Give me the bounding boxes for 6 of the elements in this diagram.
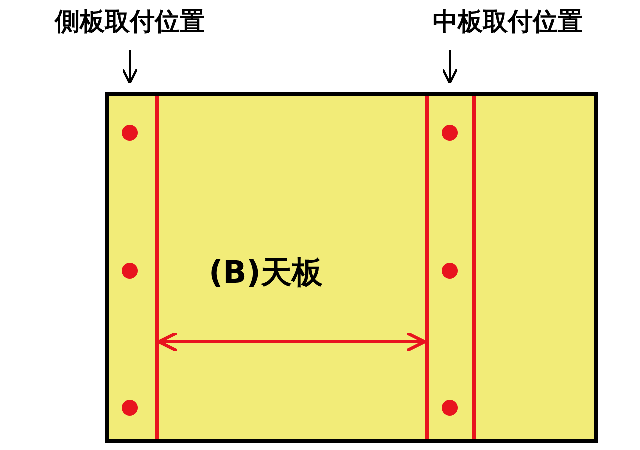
position-label: 中板取付位置 <box>408 2 608 42</box>
board-panel <box>105 92 598 443</box>
arrow <box>122 50 138 85</box>
arrow <box>442 50 458 85</box>
position-label: 側板取付位置 <box>30 2 230 42</box>
board-label: (B)天板 <box>209 254 323 293</box>
